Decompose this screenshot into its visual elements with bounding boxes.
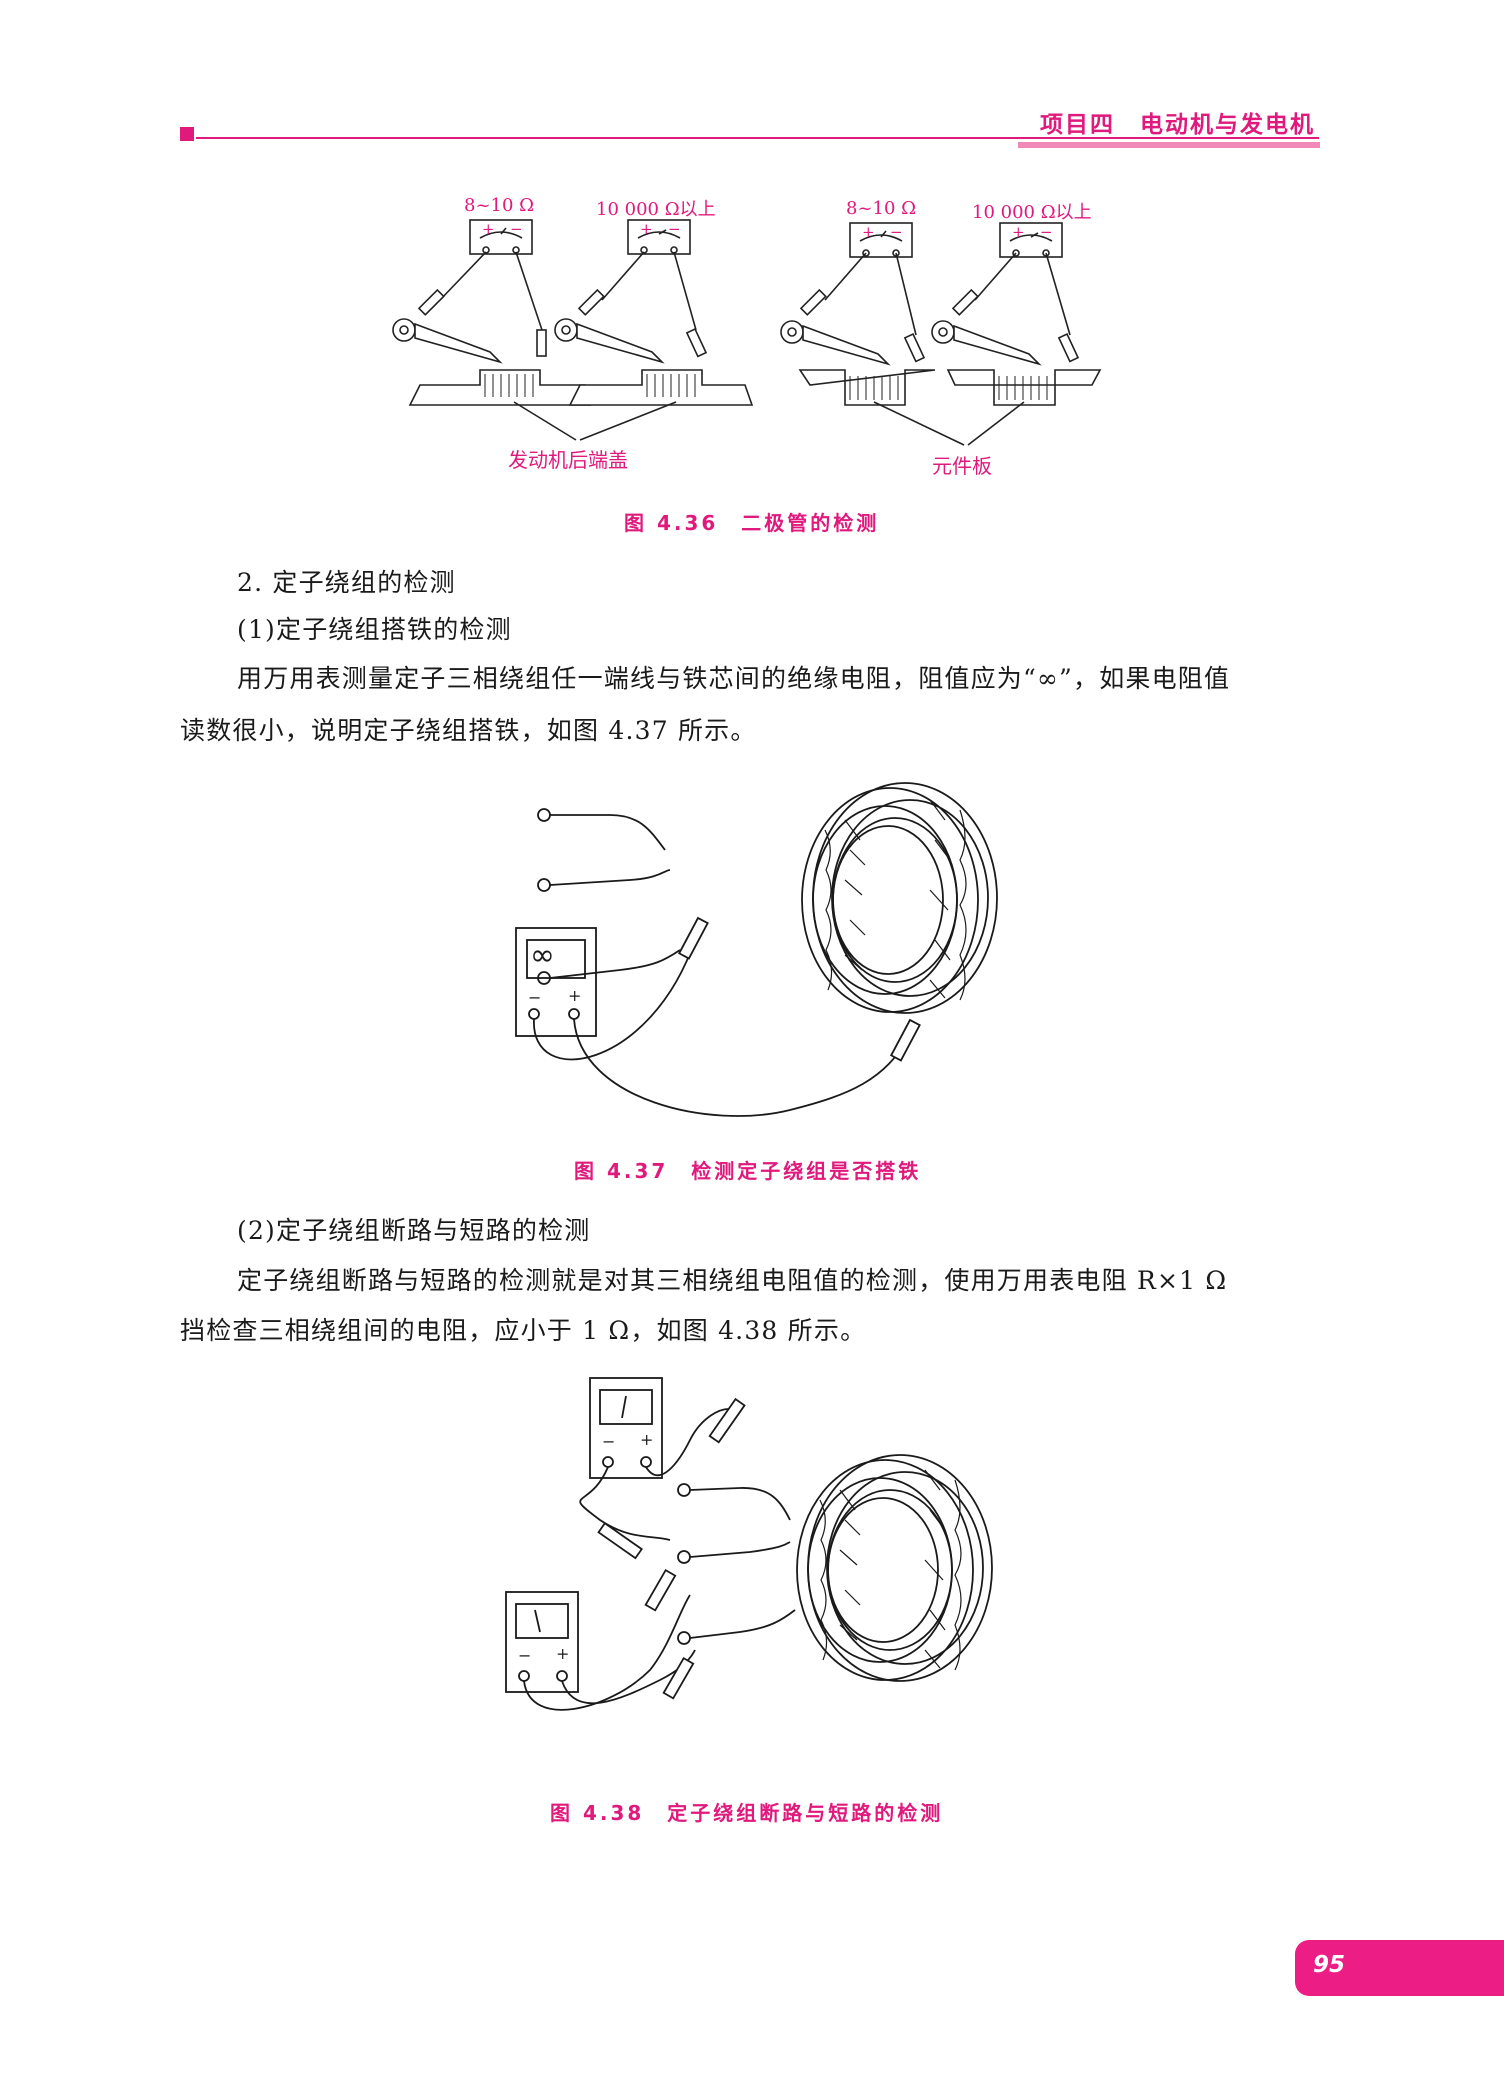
- svg-text:−: −: [668, 220, 681, 238]
- subsection-1-heading: (1)定子绕组搭铁的检测: [237, 615, 512, 644]
- paragraph-1-line-2: 读数很小，说明定子绕组搭铁，如图 4.37 所示。: [180, 716, 757, 745]
- figure-4-37-caption: 图 4.37 检测定子绕组是否搭铁: [574, 1159, 922, 1183]
- header-accent-bar: [1018, 142, 1320, 148]
- svg-text:−: −: [510, 220, 523, 238]
- meter-label-2: 10 000 Ω以上: [596, 199, 716, 220]
- diode-test-diagram: +− +− +− +−: [392, 219, 1102, 446]
- meter-plus-label: +: [568, 986, 582, 1005]
- meter-label-1: 8~10 Ω: [464, 195, 535, 216]
- stator-open-short-test-diagram: [505, 1377, 993, 1711]
- page-number-badge: [1295, 1940, 1504, 1996]
- figure-4-36-caption: 图 4.36 二极管的检测: [624, 511, 880, 535]
- label-component-plate: 元件板: [932, 454, 992, 478]
- figure-4-38-caption: 图 4.38 定子绕组断路与短路的检测: [550, 1801, 944, 1825]
- paragraph-2-line-1: 定子绕组断路与短路的检测就是对其三相绕组电阻值的检测，使用万用表电阻 R×1 Ω: [237, 1266, 1228, 1295]
- header-rule: [196, 137, 1319, 139]
- section-heading: 2. 定子绕组的检测: [237, 568, 456, 597]
- lower-meter-minus-label: −: [518, 1646, 532, 1665]
- figure-4-38: [490, 1370, 1010, 1750]
- stator-ground-test-diagram: [515, 782, 998, 1117]
- upper-meter-minus-label: −: [602, 1432, 616, 1451]
- header-marker: [180, 127, 194, 141]
- svg-text:+: +: [640, 220, 653, 238]
- meter-label-3: 8~10 Ω: [846, 198, 917, 219]
- running-header-title: 项目四 电动机与发电机: [1040, 112, 1315, 138]
- meter-label-4: 10 000 Ω以上: [972, 202, 1092, 223]
- upper-meter-plus-label: +: [640, 1430, 654, 1449]
- figure-4-37: [490, 770, 1010, 1130]
- label-rear-end-cover: 发动机后端盖: [508, 448, 628, 472]
- subsection-2-heading: (2)定子绕组断路与短路的检测: [237, 1216, 591, 1245]
- svg-text:+: +: [482, 220, 495, 238]
- paragraph-2-line-2: 挡检查三相绕组间的电阻，应小于 1 Ω，如图 4.38 所示。: [180, 1316, 867, 1345]
- meter-display-infinity: ∞: [530, 938, 555, 973]
- figure-4-36: +− +− +− +−: [380, 190, 1120, 480]
- lower-meter-plus-label: +: [556, 1644, 570, 1663]
- svg-text:+: +: [862, 223, 875, 241]
- svg-text:−: −: [1040, 223, 1053, 241]
- paragraph-1-line-1: 用万用表测量定子三相绕组任一端线与铁芯间的绝缘电阻，阻值应为“∞”，如果电阻值: [237, 664, 1231, 693]
- svg-text:+: +: [1012, 223, 1025, 241]
- meter-minus-label: −: [528, 988, 542, 1007]
- svg-text:−: −: [890, 223, 903, 241]
- page-number: 95: [1313, 1952, 1346, 1978]
